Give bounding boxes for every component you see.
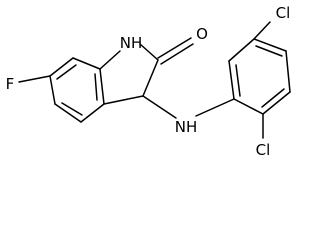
- bond-n1-c2: [139, 43, 159, 61]
- bond-nh-aryl: [195, 98, 235, 117]
- bond-c6-c5: [49, 75, 56, 105]
- bond-a3-a4: [253, 38, 287, 52]
- indolinone-benzene-ring: [49, 57, 105, 123]
- bond-a1-a2-inner: [235, 64, 241, 97]
- bond-a6-a1: [233, 98, 264, 115]
- bond-a4-a5: [285, 50, 291, 93]
- bond-c7-c6: [49, 57, 74, 77]
- bond-c7-c6-inner: [56, 64, 77, 80]
- bond-a3-cl: [253, 21, 271, 40]
- bond-carbonyl-2: [160, 43, 194, 65]
- bond-c2-c3: [142, 59, 159, 97]
- chlorine-top-label: Cl: [276, 4, 291, 22]
- bond-a5-a6-inner: [261, 88, 285, 108]
- bond-c3-nh: [142, 95, 177, 119]
- ring-nh-label: NH: [120, 34, 143, 52]
- bond-c3a-c7a: [99, 68, 105, 105]
- bond-a1-a2: [228, 60, 235, 100]
- bond-c3-c3a: [103, 95, 144, 105]
- bond-c6-f: [18, 75, 51, 83]
- chlorine-bottom-label: Cl: [256, 141, 271, 159]
- bond-carbonyl-1: [157, 37, 192, 59]
- bond-c4-c3a: [80, 103, 105, 123]
- dichlorophenyl-ring: [228, 21, 291, 139]
- bond-c3a-c7a-inner: [94, 73, 98, 101]
- bond-c5-c4: [54, 103, 82, 123]
- bond-a3-a4-inner: [255, 45, 283, 57]
- bond-a2-a3: [228, 38, 255, 62]
- indolinone-five-ring: [99, 43, 159, 105]
- bond-a5-a6: [262, 91, 291, 115]
- amine-nh-label: NH: [175, 118, 198, 136]
- chemical-structure-diagram: NH O F NH Cl Cl: [6, 4, 291, 159]
- substituent-bonds: [18, 37, 235, 119]
- carbonyl-oxygen-label: O: [196, 25, 208, 43]
- bond-c5-c4-inner: [61, 102, 83, 116]
- fluorine-label: F: [6, 75, 15, 93]
- bond-c7a-n1: [99, 50, 121, 70]
- bond-c7a-c7: [72, 57, 101, 70]
